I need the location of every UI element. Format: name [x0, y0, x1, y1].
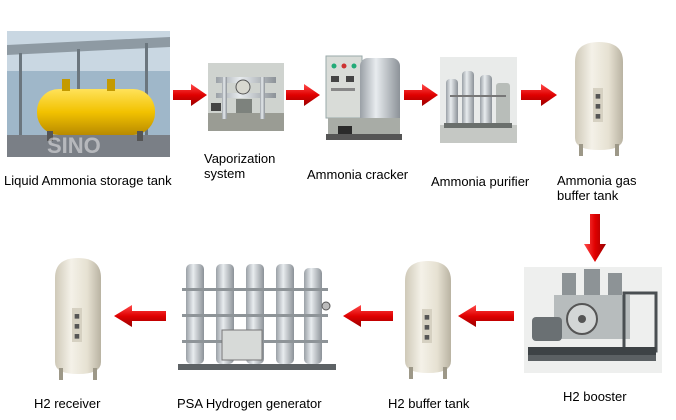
h2-buffer-tank-label: H2 buffer tank: [388, 396, 470, 411]
liquid-ammonia-storage-tank-photo: SINO: [7, 31, 170, 157]
ammonia-gas-buffer-tank-photo: ■ ■ ■: [569, 40, 629, 158]
svg-text:■: ■: [424, 314, 430, 321]
ammonia-cracker-photo: [322, 52, 404, 144]
ammonia-gas-buffer-tank-label-line1: Ammonia gas: [557, 173, 637, 188]
svg-text:SINO: SINO: [47, 133, 101, 157]
ammonia-purifier-photo: [440, 57, 517, 143]
vaporization-system-photo: [208, 63, 284, 131]
liquid-ammonia-storage-tank-label: Liquid Ammonia storage tank: [4, 173, 172, 188]
h2-booster-photo: [524, 267, 662, 373]
flow-arrow-psa-to-h2-receiver: [114, 305, 166, 327]
flow-arrow-booster-to-h2-buffer: [458, 305, 514, 327]
h2-buffer-tank-photo: ■ ■ ■: [400, 259, 456, 381]
svg-text:■: ■: [74, 323, 80, 330]
svg-text:■: ■: [74, 333, 80, 340]
h2-booster-label: H2 booster: [563, 389, 627, 404]
ammonia-cracker-label: Ammonia cracker: [307, 167, 409, 182]
flow-arrow-h2-buffer-to-psa: [343, 305, 393, 327]
svg-text:■: ■: [595, 93, 601, 100]
flow-arrow-cracker-to-purifier: [404, 84, 438, 106]
psa-hydrogen-generator-label: PSA Hydrogen generator: [177, 396, 322, 411]
ammonia-purifier-label: Ammonia purifier: [431, 174, 530, 189]
h2-receiver-label: H2 receiver: [34, 396, 101, 411]
flow-arrow-tank-to-vaporization: [173, 84, 207, 106]
svg-text:■: ■: [74, 313, 80, 320]
flow-arrow-purifier-to-gas-buffer: [521, 84, 557, 106]
svg-text:■: ■: [595, 113, 601, 120]
flow-arrow-gas-buffer-to-booster: [584, 214, 606, 262]
vaporization-system-label-line2: system: [204, 166, 246, 181]
svg-text:■: ■: [595, 103, 601, 110]
psa-hydrogen-generator-photo: [176, 254, 338, 374]
svg-text:■: ■: [424, 334, 430, 341]
h2-receiver-tank-photo: ■ ■ ■: [50, 256, 106, 382]
svg-text:■: ■: [424, 324, 430, 331]
flow-arrow-vaporization-to-cracker: [286, 84, 320, 106]
ammonia-gas-buffer-tank-label-line2: buffer tank: [557, 188, 619, 203]
vaporization-system-label-line1: Vaporization: [204, 151, 276, 166]
